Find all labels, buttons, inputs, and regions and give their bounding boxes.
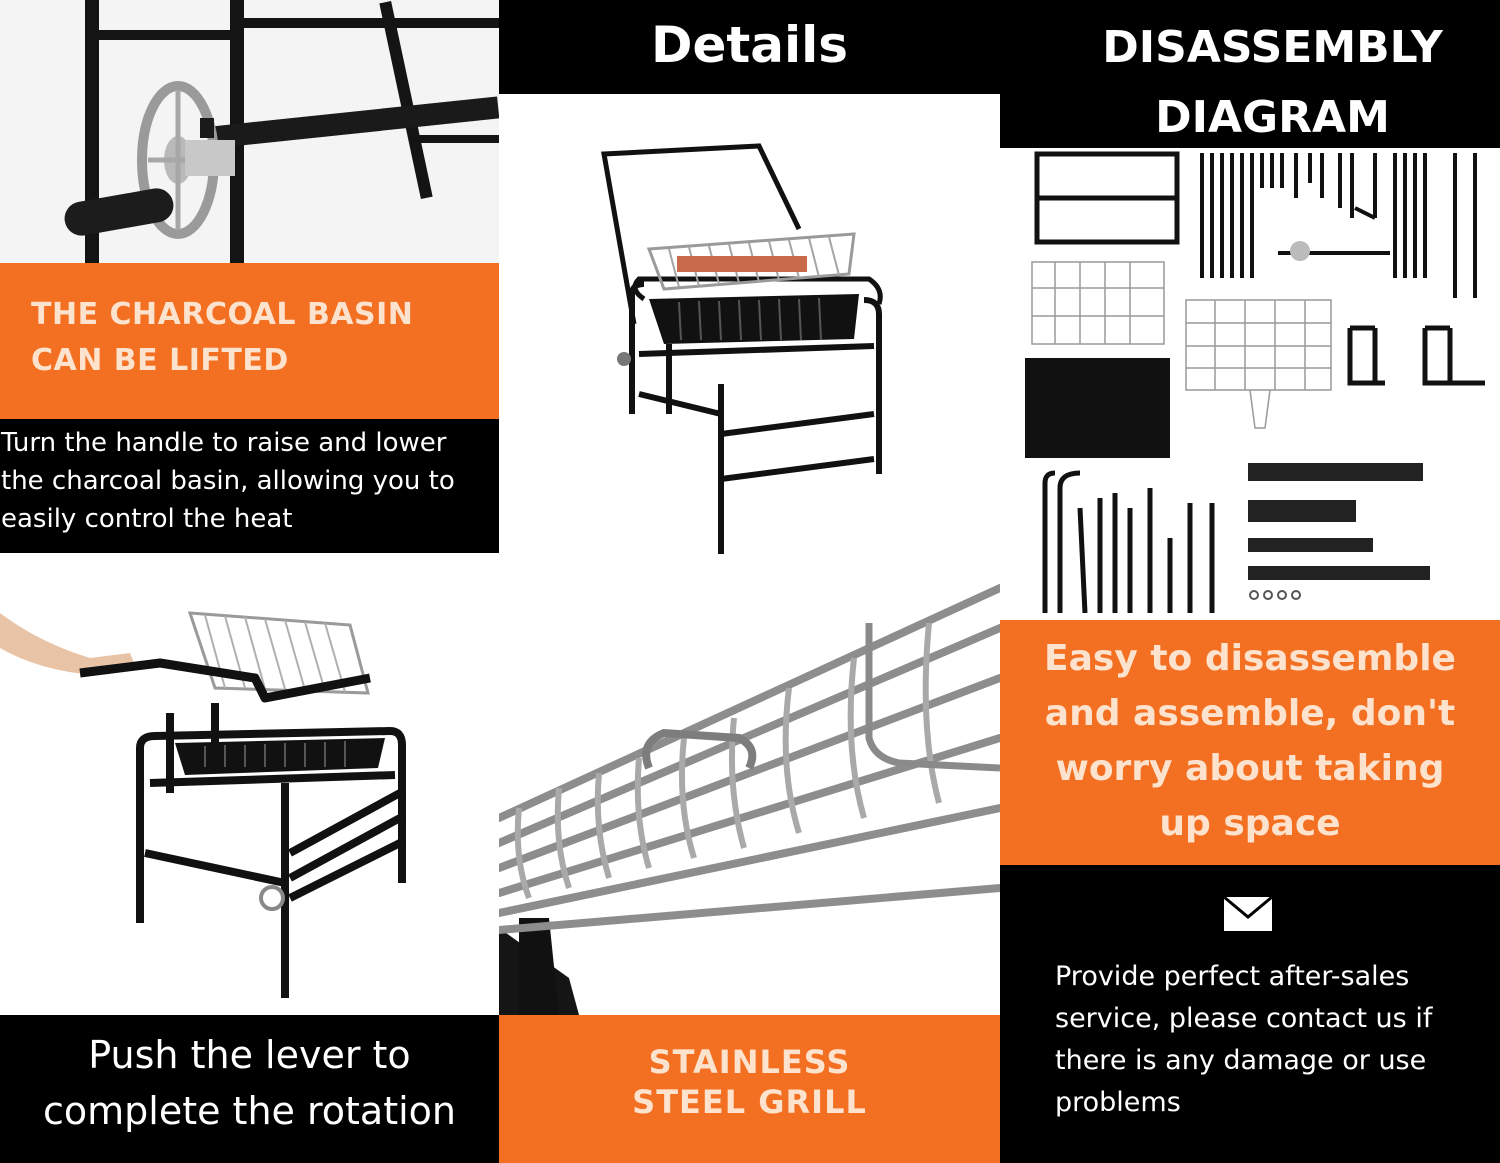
envelope-icon-svg	[1223, 895, 1273, 931]
assemble-line1: Easy to disassemble	[1044, 638, 1456, 679]
basin-desc-line2: the charcoal basin, allowing you to	[1, 466, 455, 496]
grill-caption-line2: STEEL GRILL	[632, 1083, 867, 1121]
lever-grill-illustration	[0, 553, 499, 1015]
lever-line2: complete the rotation	[42, 1089, 457, 1133]
lever-caption-panel: Push the lever to complete the rotation	[0, 1015, 499, 1163]
grill-caption-line1: STAINLESS	[648, 1043, 851, 1081]
service-line4: problems	[1055, 1087, 1181, 1118]
handwheel-illustration	[0, 0, 499, 263]
grill-overview-photo	[499, 94, 1000, 568]
grill-closeup-photo	[499, 568, 1000, 1015]
lever-rotation-photo	[0, 553, 499, 1015]
service-panel: Provide perfect after-sales service, ple…	[1000, 865, 1500, 1163]
assemble-line3: worry about taking	[1055, 748, 1445, 789]
envelope-icon	[1222, 895, 1274, 933]
assemble-line2: and assemble, don't	[1044, 693, 1456, 734]
lever-line1: Push the lever to	[88, 1033, 411, 1077]
assemble-line4: up space	[1159, 803, 1341, 844]
basin-title-panel: THE CHARCOAL BASIN CAN BE LIFTED	[0, 263, 499, 419]
basin-desc-line1: Turn the handle to raise and lower	[1, 428, 447, 458]
disassembly-header: DISASSEMBLY DIAGRAM	[1000, 0, 1500, 148]
service-line2: service, please contact us if	[1055, 1003, 1433, 1034]
disassembly-title-line2: DIAGRAM	[1155, 92, 1390, 143]
disassembly-title-line1: DISASSEMBLY	[1102, 22, 1443, 73]
grill-caption-panel: STAINLESS STEEL GRILL	[499, 1015, 1000, 1163]
service-line1: Provide perfect after-sales	[1055, 961, 1410, 992]
service-line3: there is any damage or use	[1055, 1045, 1427, 1076]
basin-description-panel: Turn the handle to raise and lower the c…	[0, 419, 499, 553]
parts-diagram-illustration	[1000, 148, 1500, 620]
basin-desc-line3: easily control the heat	[1, 504, 293, 534]
parts-diagram	[1000, 148, 1500, 620]
details-header: Details	[499, 0, 1000, 94]
grill-overview-illustration	[499, 94, 1000, 568]
details-title: Details	[650, 16, 849, 74]
basin-title-line1: THE CHARCOAL BASIN	[31, 297, 414, 332]
assemble-panel: Easy to disassemble and assemble, don't …	[1000, 620, 1500, 865]
handwheel-photo	[0, 0, 499, 263]
grill-closeup-illustration	[499, 568, 1000, 1015]
basin-title-line2: CAN BE LIFTED	[31, 343, 289, 378]
